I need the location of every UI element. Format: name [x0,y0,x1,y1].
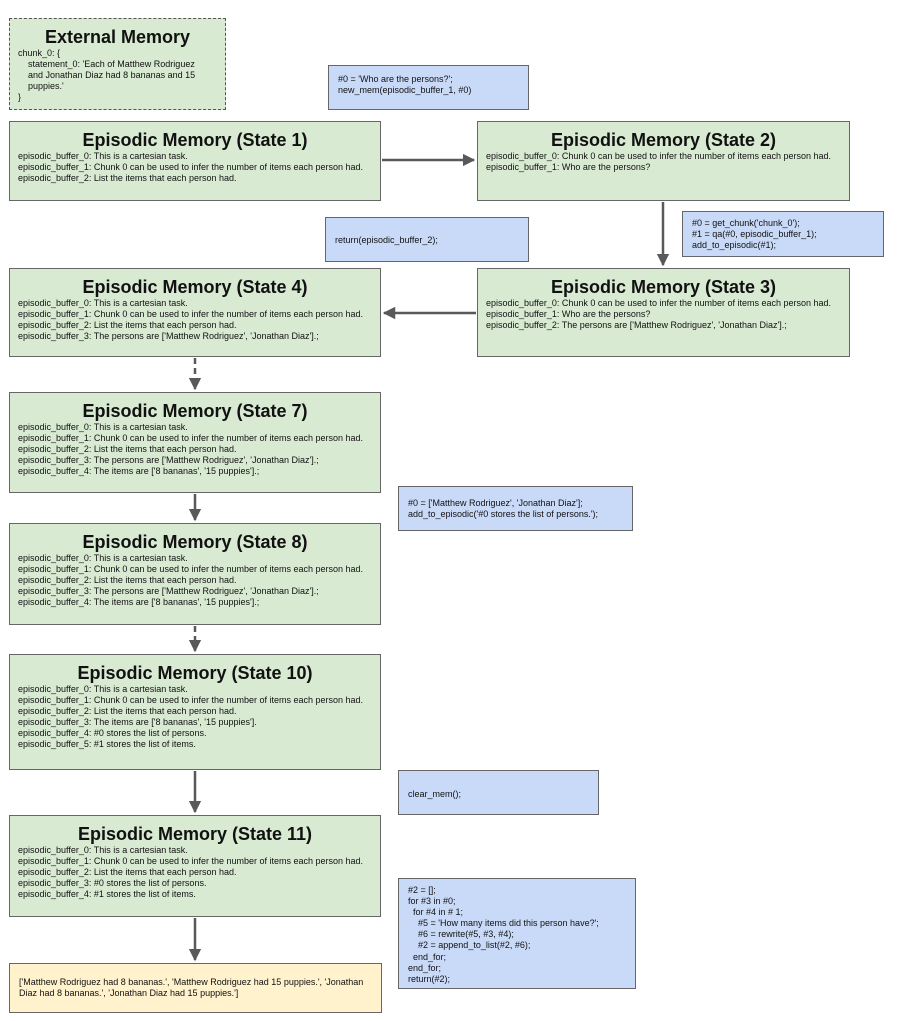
buffer-line: episodic_buffer_0: This is a cartesian t… [18,298,188,308]
code-box-return: return(episodic_buffer_2); [325,217,529,262]
code-line: for #3 in #0; [408,896,456,907]
episodic-memory-state-10: Episodic Memory (State 10) episodic_buff… [9,654,381,770]
episodic-memory-state-11: Episodic Memory (State 11) episodic_buff… [9,815,381,917]
buffer-line: episodic_buffer_2: List the items that e… [18,444,237,455]
code-line: #2 = append_to_list(#2, #6); [408,940,531,951]
state-title: Episodic Memory (State 4) [82,277,308,297]
buffer-line: episodic_buffer_2: List the items that e… [18,173,237,184]
episodic-memory-state-7: Episodic Memory (State 7) episodic_buffe… [9,392,381,493]
state-title: Episodic Memory (State 8) [82,532,308,552]
code-line: add_to_episodic('#0 stores the list of p… [408,509,599,520]
code-box-new-mem: #0 = 'Who are the persons?'; new_mem(epi… [328,65,529,110]
code-line: end_for; [408,962,442,973]
external-memory-box: External Memory chunk_0: { statement_0: … [9,18,226,110]
state-title: Episodic Memory (State 2) [550,130,777,150]
external-line: } [18,92,22,103]
code-line: #2 = []; [408,885,436,895]
buffer-line: episodic_buffer_0: Chunk 0 can be used t… [486,151,832,161]
external-memory-title: External Memory [44,27,191,47]
buffer-line: episodic_buffer_0: This is a cartesian t… [18,151,188,161]
code-line: for #4 in # 1; [408,907,464,918]
code-line: #6 = rewrite(#5, #3, #4); [408,929,514,940]
buffer-line: episodic_buffer_3: The persons are ['Mat… [18,331,319,342]
code-line: return(#2); [408,973,451,984]
buffer-line: episodic_buffer_1: Who are the persons? [486,162,651,173]
buffer-line: episodic_buffer_0: This is a cartesian t… [18,553,188,563]
external-line: puppies.' [18,81,64,92]
buffer-line: episodic_buffer_3: The persons are ['Mat… [18,455,319,466]
code-box-get-chunk: #0 = get_chunk('chunk_0'); #1 = qa(#0, e… [682,211,884,257]
buffer-line: episodic_buffer_0: Chunk 0 can be used t… [486,298,832,308]
buffer-line: episodic_buffer_5: #1 stores the list of… [18,739,196,750]
code-box-add-to-episodic: #0 = ['Matthew Rodriguez', 'Jonathan Dia… [398,486,633,531]
external-memory-lines: chunk_0: { statement_0: 'Each of Matthew… [10,48,225,103]
code-box-clear-mem: clear_mem(); [398,770,599,815]
buffer-line: episodic_buffer_1: Chunk 0 can be used t… [18,564,364,575]
buffer-line: episodic_buffer_2: List the items that e… [18,867,237,878]
buffer-line: episodic_buffer_3: #0 stores the list of… [18,878,207,889]
buffer-line: episodic_buffer_1: Chunk 0 can be used t… [18,695,364,706]
code-line: #0 = ['Matthew Rodriguez', 'Jonathan Dia… [408,498,583,508]
code-line: #0 = 'Who are the persons?'; [338,74,453,84]
final-output-box: ['Matthew Rodriguez had 8 bananas.', 'Ma… [9,963,382,1013]
state-title: Episodic Memory (State 11) [77,824,313,844]
buffer-line: episodic_buffer_2: List the items that e… [18,575,237,586]
state-title: Episodic Memory (State 3) [550,277,777,297]
state-title: Episodic Memory (State 1) [82,130,308,150]
buffer-line: episodic_buffer_0: This is a cartesian t… [18,845,188,855]
episodic-memory-state-8: Episodic Memory (State 8) episodic_buffe… [9,523,381,625]
buffer-line: episodic_buffer_4: The items are ['8 ban… [18,466,260,477]
code-line: add_to_episodic(#1); [692,240,777,251]
code-line: return(episodic_buffer_2); [335,235,438,245]
buffer-line: episodic_buffer_3: The persons are ['Mat… [18,586,319,597]
buffer-line: episodic_buffer_2: List the items that e… [18,320,237,331]
code-line: end_for; [408,951,447,962]
code-line: clear_mem(); [408,789,462,799]
external-line: and Jonathan Diaz had 8 bananas and 15 [18,70,196,81]
buffer-line: episodic_buffer_1: Chunk 0 can be used t… [18,162,364,173]
buffer-line: episodic_buffer_0: This is a cartesian t… [18,684,188,694]
state-title: Episodic Memory (State 10) [77,663,313,683]
code-line: #0 = get_chunk('chunk_0'); [692,218,800,228]
buffer-line: episodic_buffer_1: Chunk 0 can be used t… [18,309,364,320]
buffer-line: episodic_buffer_2: The persons are ['Mat… [486,320,787,331]
code-line: #1 = qa(#0, episodic_buffer_1); [692,229,817,240]
buffer-line: episodic_buffer_0: This is a cartesian t… [18,422,188,432]
episodic-memory-state-3: Episodic Memory (State 3) episodic_buffe… [477,268,850,357]
episodic-memory-state-2: Episodic Memory (State 2) episodic_buffe… [477,121,850,201]
external-line: chunk_0: { [18,48,61,58]
buffer-line: episodic_buffer_1: Who are the persons? [486,309,651,320]
buffer-line: episodic_buffer_3: The items are ['8 ban… [18,717,257,728]
buffer-line: episodic_buffer_1: Chunk 0 can be used t… [18,856,364,867]
episodic-memory-state-4: Episodic Memory (State 4) episodic_buffe… [9,268,381,357]
buffer-line: episodic_buffer_4: #0 stores the list of… [18,728,207,739]
output-text: ['Matthew Rodriguez had 8 bananas.', 'Ma… [19,977,366,999]
episodic-memory-state-1: Episodic Memory (State 1) episodic_buffe… [9,121,381,201]
external-line: statement_0: 'Each of Matthew Rodriguez [18,59,195,70]
code-line: #5 = 'How many items did this person hav… [408,918,599,929]
state-title: Episodic Memory (State 7) [82,401,308,421]
code-line: new_mem(episodic_buffer_1, #0) [338,85,472,96]
buffer-line: episodic_buffer_4: #1 stores the list of… [18,889,196,900]
buffer-line: episodic_buffer_2: List the items that e… [18,706,237,717]
buffer-line: episodic_buffer_4: The items are ['8 ban… [18,597,260,608]
code-box-loop: #2 = []; for #3 in #0; for #4 in # 1; #5… [398,878,636,989]
buffer-line: episodic_buffer_1: Chunk 0 can be used t… [18,433,364,444]
